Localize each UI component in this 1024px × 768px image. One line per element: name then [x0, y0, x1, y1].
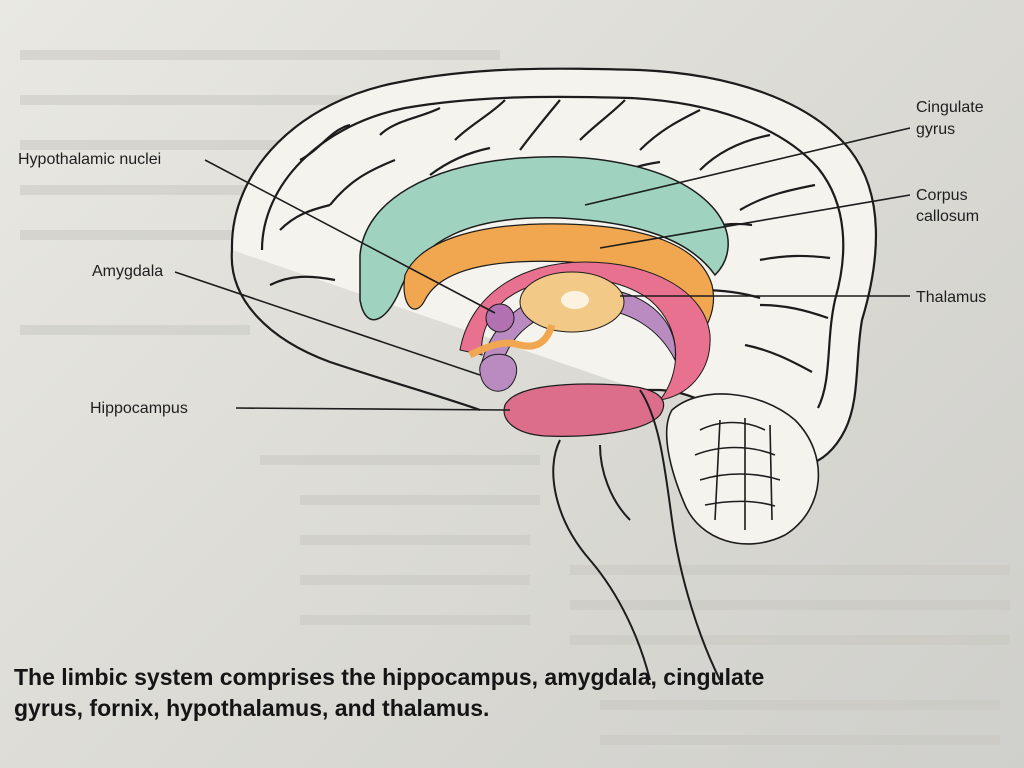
hypothalamic-nuclei-shape	[485, 303, 515, 333]
figure-caption: The limbic system comprises the hippocam…	[14, 662, 994, 724]
caption-line-2: gyrus, fornix, hypothalamus, and thalamu…	[14, 695, 490, 721]
fornix-column	[468, 323, 556, 359]
label-amygdala: Amygdala	[92, 263, 163, 280]
label-corpus-line2: callosum	[916, 208, 979, 225]
label-thalamus: Thalamus	[916, 289, 986, 306]
label-cingulate-line1: Cingulate	[916, 99, 984, 116]
amygdala-shape	[479, 353, 518, 392]
label-hippocampus: Hippocampus	[90, 400, 188, 417]
background-text-texture	[20, 50, 1010, 745]
label-hypothalamic-nuclei: Hypothalamic nuclei	[18, 151, 161, 168]
brainstem	[552, 389, 721, 681]
label-corpus-line1: Corpus	[916, 187, 968, 204]
label-cingulate-line2: gyrus	[916, 121, 955, 138]
leader-lines	[174, 127, 911, 411]
caption-line-1: The limbic system comprises the hippocam…	[14, 664, 765, 690]
thalamus-highlight	[561, 291, 589, 309]
cerebellum	[665, 393, 820, 545]
hippocampus-shape	[503, 383, 665, 437]
